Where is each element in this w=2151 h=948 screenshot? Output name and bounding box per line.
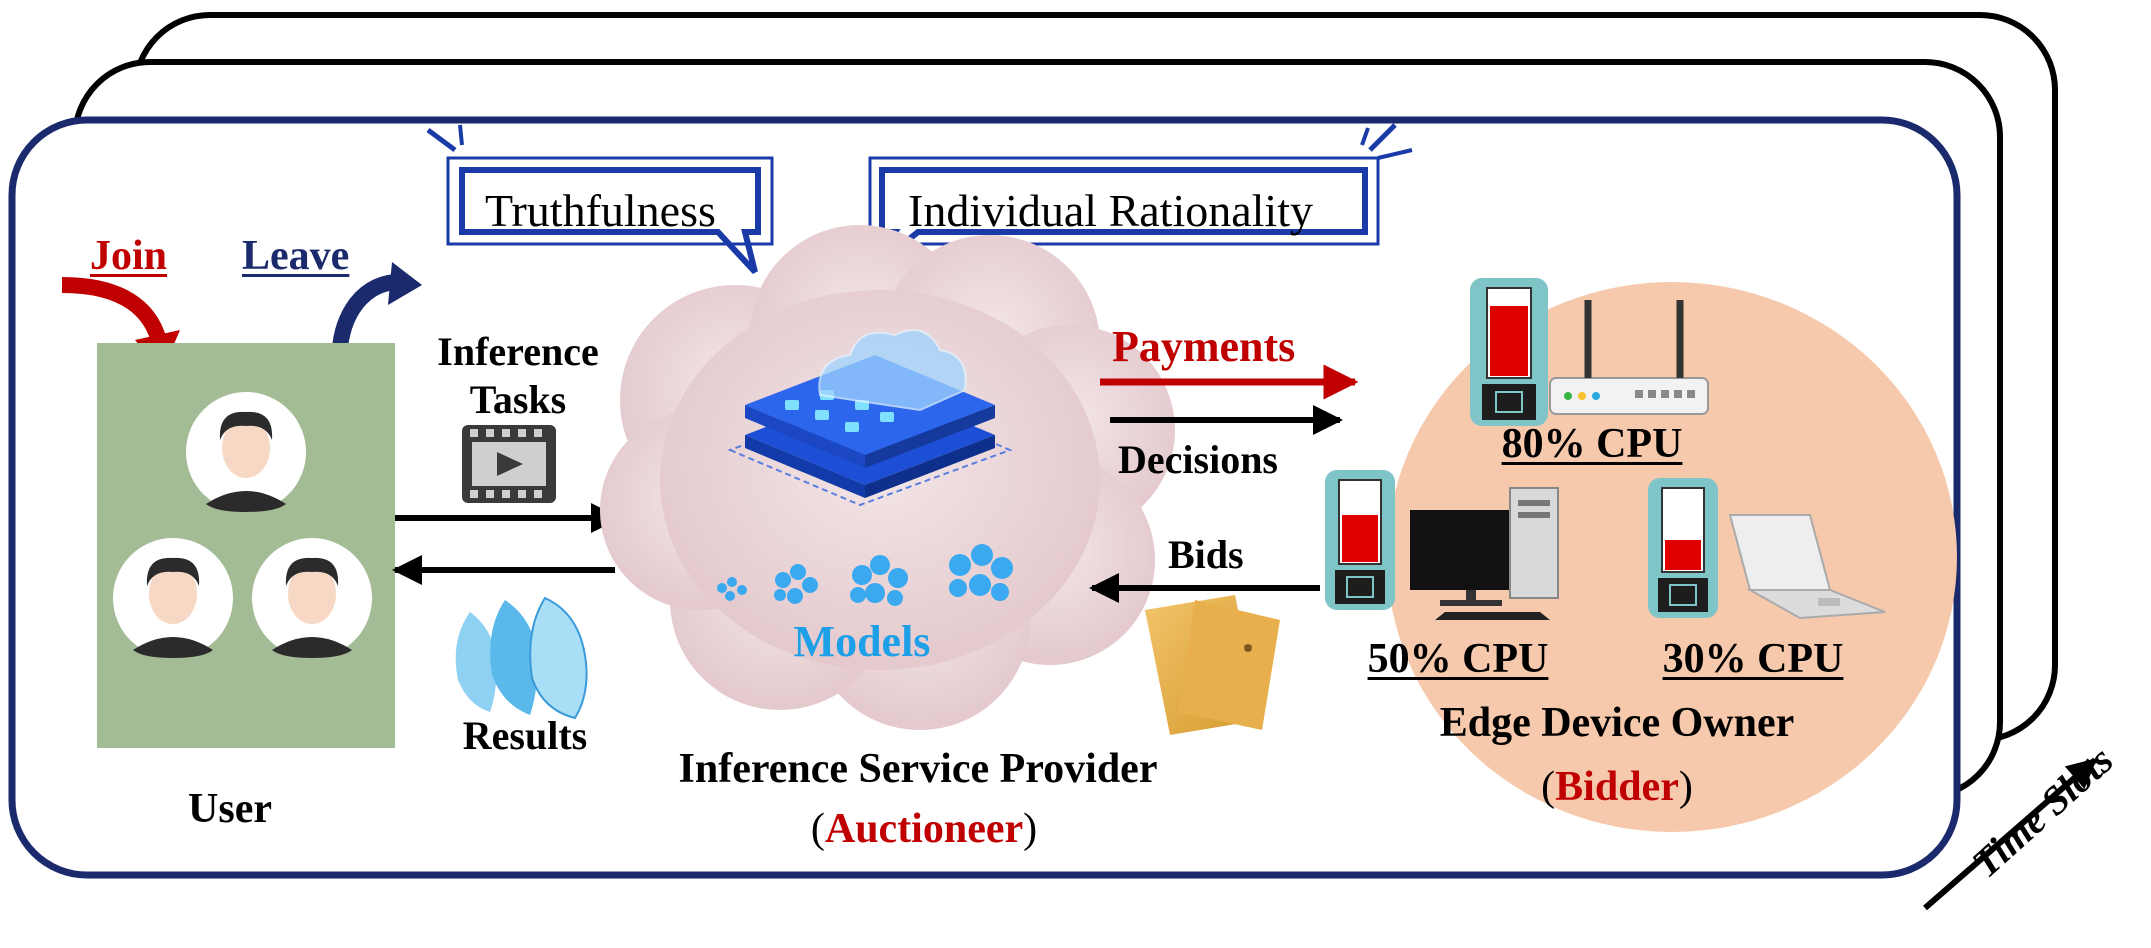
provider-label: Inference Service Provider: [678, 746, 1158, 792]
cpu-label-50: 50% CPU: [1367, 636, 1549, 682]
inference-tasks-label-line2: Tasks: [469, 377, 567, 422]
time-slots-arrow: [1923, 757, 2098, 911]
payments-label: Payments: [1112, 322, 1296, 371]
avatar-icon: [113, 538, 233, 658]
join-label: Join: [90, 233, 168, 279]
router-icon: [1549, 300, 1709, 415]
edge-owner-label: Edge Device Owner: [1439, 700, 1795, 746]
user-label: User: [188, 786, 272, 832]
cpu-gauge-80: [1470, 278, 1548, 426]
laptop-icon: [1728, 514, 1886, 620]
truthfulness-bubble: [426, 124, 774, 275]
server-stack-icon: [727, 329, 1013, 507]
avatar-icon: [186, 392, 306, 512]
leave-arrowhead: [388, 262, 422, 305]
inference-tasks-label-line1: Inference: [437, 329, 599, 374]
join-arrow: [61, 277, 168, 348]
edge-owner-role: (Bidder): [1541, 764, 1693, 810]
desktop-computer-icon: [1410, 487, 1559, 620]
leave-label: Leave: [242, 233, 350, 279]
provider-role: (Auctioneer): [810, 806, 1038, 852]
results-label: Results: [462, 713, 588, 758]
cpu-gauge-50: [1325, 470, 1395, 610]
models-label: Models: [793, 617, 931, 666]
cpu-label-80: 80% CPU: [1501, 421, 1683, 467]
avatar-icon: [252, 538, 372, 658]
video-icon: [462, 425, 556, 503]
bids-label: Bids: [1168, 532, 1244, 577]
ai-face-icon: [455, 596, 588, 720]
decisions-label: Decisions: [1118, 437, 1278, 482]
neural-net-icon: [717, 544, 1013, 606]
cpu-label-30: 30% CPU: [1662, 636, 1844, 682]
individual-rationality-label: Individual Rationality: [908, 185, 1313, 236]
cpu-gauge-30: [1648, 478, 1718, 618]
bid-envelope-icon: [1145, 595, 1280, 735]
truthfulness-label: Truthfulness: [485, 185, 716, 236]
